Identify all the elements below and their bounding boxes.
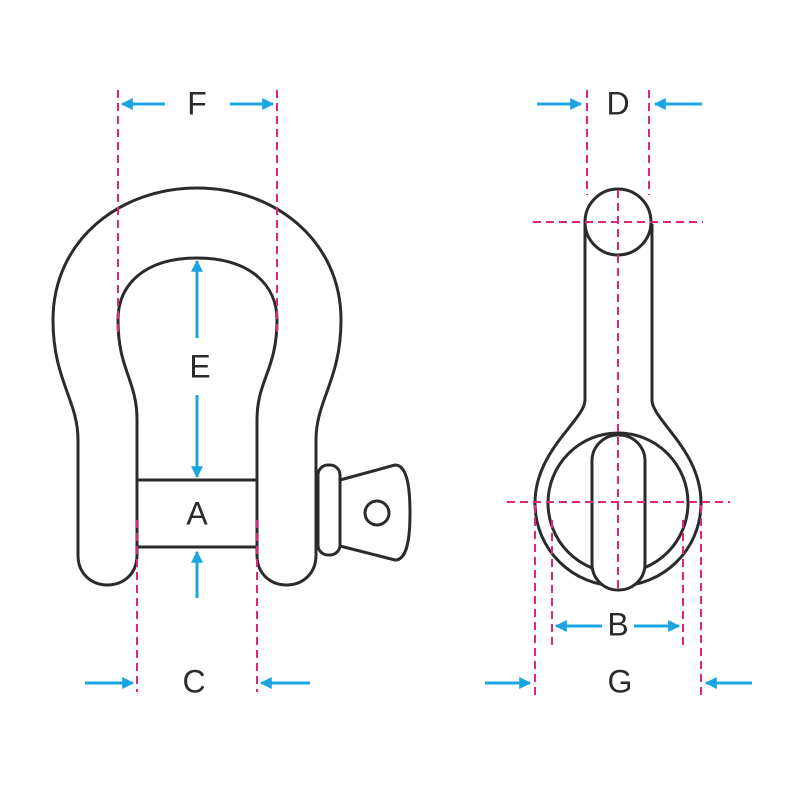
dimension-lines (117, 90, 730, 700)
label-e: E (189, 348, 210, 384)
label-d: D (606, 85, 629, 121)
label-b: B (607, 606, 628, 642)
shackle-pin (135, 478, 259, 549)
pin-collar (316, 463, 342, 557)
label-a: A (186, 495, 208, 531)
shackle-front-view (51, 186, 412, 587)
label-g: G (608, 663, 633, 699)
dimension-arrows (85, 98, 752, 689)
pin-hole (363, 499, 391, 527)
label-f: F (187, 85, 207, 121)
label-c: C (182, 663, 205, 699)
side-pin (590, 433, 647, 592)
shackle-bow (51, 186, 343, 587)
